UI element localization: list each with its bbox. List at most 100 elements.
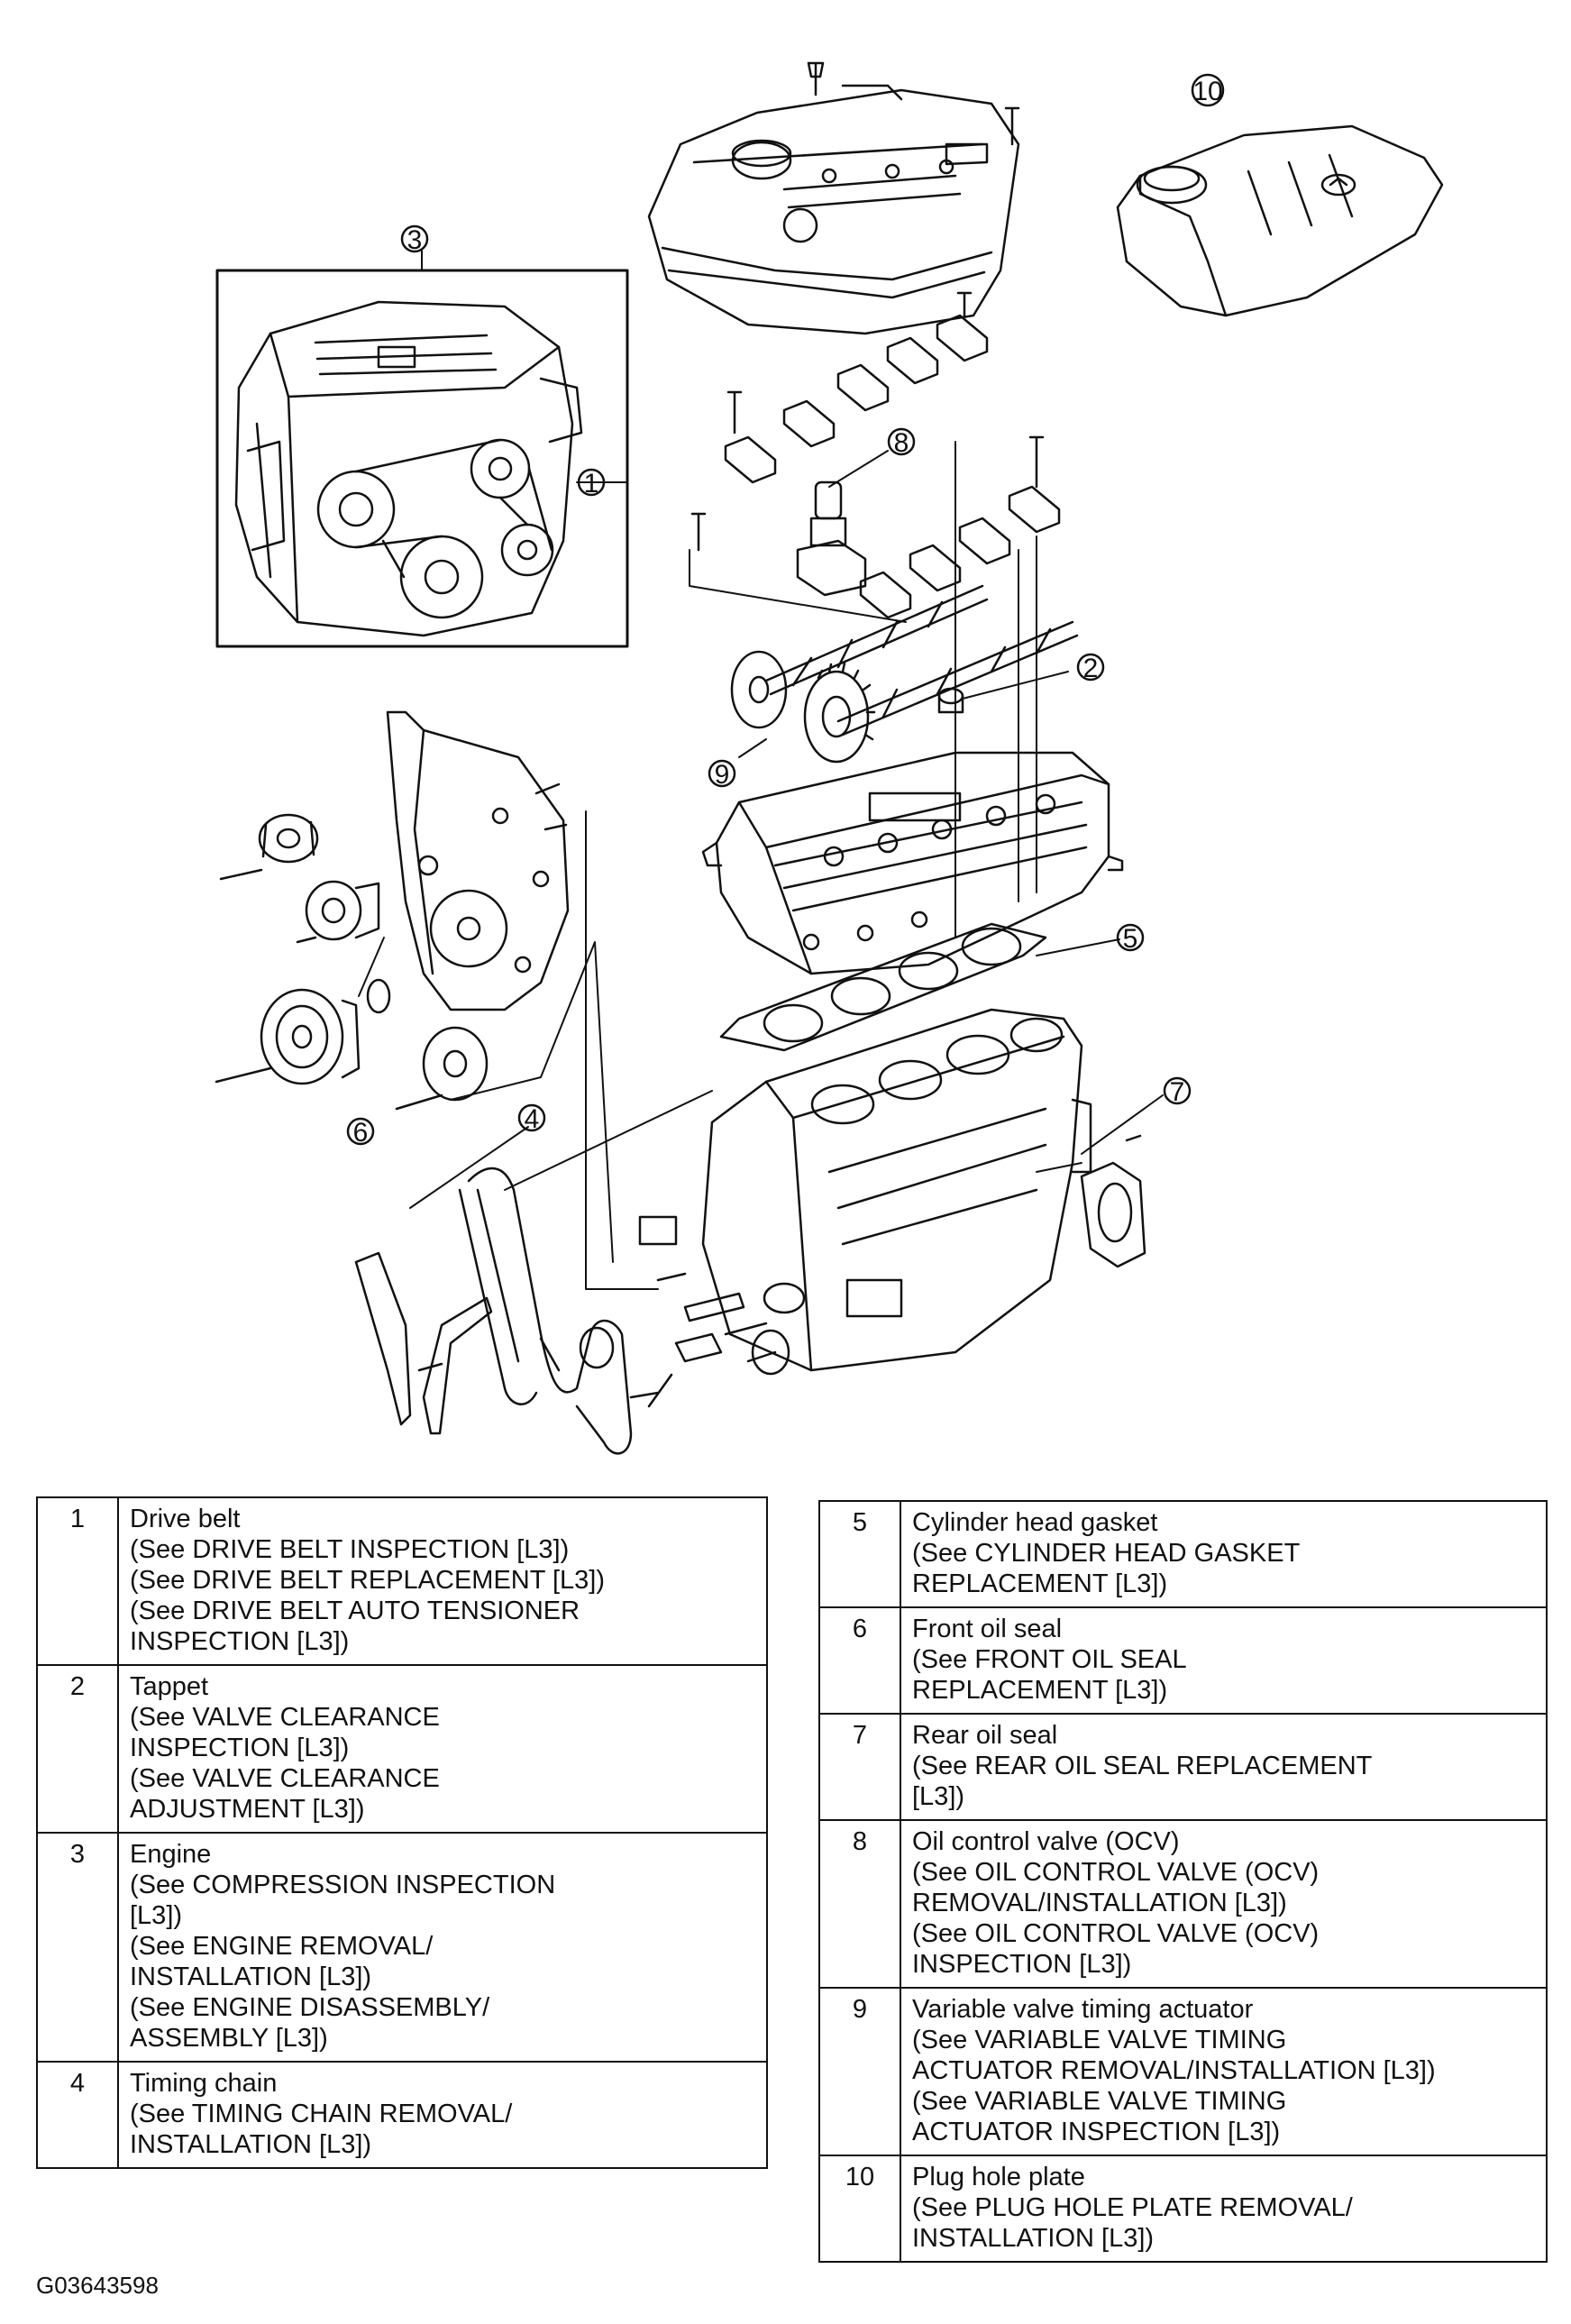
- procedure-reference: (See VARIABLE VALVE TIMING: [912, 2087, 1287, 2116]
- part-name: Cylinder head gasket: [912, 1508, 1158, 1537]
- svg-text:8: 8: [894, 428, 909, 458]
- procedure-reference: (See REAR OIL SEAL REPLACEMENT: [912, 1752, 1373, 1780]
- callout-1: 1: [577, 468, 606, 499]
- table-row: 9 Variable valve timing actuator (See VARI…: [818, 1987, 1548, 2156]
- procedure-reference: (See COMPRESSION INSPECTION: [130, 1871, 556, 1899]
- part-number: 4: [36, 2061, 119, 2169]
- procedure-reference: (See TIMING CHAIN REMOVAL/: [130, 2100, 513, 2128]
- callout-7: 7: [1163, 1076, 1192, 1107]
- camshafts-illustration: [730, 584, 1079, 764]
- callout-4: 4: [517, 1103, 546, 1134]
- part-name: Oil control valve (OCV): [912, 1827, 1180, 1856]
- procedure-reference: (See FRONT OIL SEAL: [912, 1645, 1187, 1674]
- procedure-reference: (See DRIVE BELT AUTO TENSIONER: [130, 1597, 580, 1625]
- part-description: Plug hole plate(See PLUG HOLE PLATE REMO…: [900, 2155, 1548, 2263]
- procedure-reference: INSPECTION [L3]): [130, 1734, 350, 1762]
- cylinder-head-gasket-illustration: [719, 922, 1047, 1052]
- svg-text:10: 10: [1192, 77, 1222, 106]
- cylinder-head-cover-illustration: [647, 61, 1020, 335]
- part-name: Tappet: [130, 1672, 209, 1701]
- part-name: Drive belt: [130, 1505, 241, 1533]
- parts-table-left: 1 Drive belt(See DRIVE BELT INSPECTION [L…: [36, 1496, 768, 2169]
- procedure-reference: (See OIL CONTROL VALVE (OCV): [912, 1858, 1320, 1887]
- svg-text:1: 1: [584, 469, 599, 499]
- part-name: Variable valve timing actuator: [912, 1995, 1254, 2024]
- timing-chain-illustration: [354, 1167, 633, 1455]
- procedure-reference: (See VALVE CLEARANCE: [130, 1764, 440, 1793]
- procedure-reference: REMOVAL/INSTALLATION [L3]): [912, 1889, 1287, 1917]
- oil-control-valve-illustration: [796, 480, 867, 597]
- callout-10: 10: [1191, 73, 1225, 107]
- part-name: Plug hole plate: [912, 2163, 1085, 2191]
- cylinder-head-illustration: [701, 751, 1124, 975]
- procedure-reference: ADJUSTMENT [L3]): [130, 1795, 365, 1824]
- svg-text:6: 6: [353, 1118, 369, 1148]
- procedure-reference: [L3]): [912, 1782, 965, 1811]
- camshaft-caps-lower-illustration: [690, 435, 1061, 619]
- procedure-reference: ACTUATOR REMOVAL/INSTALLATION [L3]): [912, 2056, 1436, 2085]
- table-row: 3 Engine(See COMPRESSION INSPECTION[L3]) (…: [36, 1832, 768, 2063]
- part-name: Front oil seal: [912, 1615, 1063, 1643]
- figure-id: G03643598: [36, 2272, 159, 2299]
- svg-text:7: 7: [1170, 1077, 1185, 1107]
- part-number: 7: [818, 1713, 901, 1821]
- procedure-reference: ACTUATOR INSPECTION [L3]): [912, 2118, 1281, 2146]
- leader-lines: [358, 250, 1164, 1290]
- procedure-reference: REPLACEMENT [L3]): [912, 1569, 1168, 1598]
- procedure-reference: INSPECTION [L3]): [912, 1950, 1132, 1979]
- callout-6: 6: [346, 1117, 375, 1148]
- pulleys-illustration: [215, 813, 489, 1111]
- procedure-reference: REPLACEMENT [L3]): [912, 1676, 1168, 1705]
- callout-9: 9: [708, 759, 736, 790]
- procedure-reference: INSTALLATION [L3]): [130, 2130, 372, 2159]
- procedure-reference: (See VALVE CLEARANCE: [130, 1703, 440, 1732]
- part-number: 2: [36, 1664, 119, 1834]
- procedure-reference: [L3]): [130, 1901, 183, 1930]
- part-description: Engine(See COMPRESSION INSPECTION[L3]) (S…: [117, 1832, 768, 2063]
- svg-text:2: 2: [1083, 654, 1099, 683]
- callout-3: 3: [400, 224, 429, 255]
- part-name: Engine: [130, 1840, 212, 1869]
- camshaft-caps-upper-illustration: [724, 291, 989, 484]
- engine-front-cover-illustration: [386, 710, 570, 1011]
- callout-2: 2: [1076, 653, 1105, 683]
- lower-front-components-illustration: [629, 1215, 790, 1408]
- procedure-reference: (See PLUG HOLE PLATE REMOVAL/: [912, 2193, 1353, 2222]
- part-number: 3: [36, 1832, 119, 2063]
- procedure-reference: INSTALLATION [L3]): [130, 1963, 372, 1991]
- part-number: 9: [818, 1987, 901, 2156]
- part-name: Timing chain: [130, 2069, 278, 2098]
- rear-oil-seal-illustration: [1080, 1134, 1146, 1268]
- plug-hole-plate-illustration: [1116, 124, 1444, 317]
- part-description: Rear oil seal(See REAR OIL SEAL REPLACEM…: [900, 1713, 1548, 1821]
- callout-8: 8: [887, 427, 916, 458]
- procedure-reference: (See ENGINE DISASSEMBLY/: [130, 1993, 490, 2022]
- svg-text:3: 3: [407, 225, 423, 255]
- engine-exploded-diagram: 3 1 8 10 2 9 5 4 7 6: [215, 61, 1444, 1455]
- procedure-reference: (See CYLINDER HEAD GASKET: [912, 1539, 1301, 1568]
- part-description: Timing chain(See TIMING CHAIN REMOVAL/IN…: [117, 2061, 768, 2169]
- part-description: Variable valve timing actuator (See VARIA…: [900, 1987, 1548, 2156]
- part-number: 10: [818, 2155, 901, 2263]
- procedure-reference: (See DRIVE BELT INSPECTION [L3]): [130, 1535, 570, 1564]
- part-number: 6: [818, 1606, 901, 1715]
- part-number: 1: [36, 1496, 119, 1666]
- engine-assembly-illustration: [215, 269, 629, 648]
- callout-5: 5: [1116, 923, 1145, 954]
- cylinder-block-illustration: [701, 1008, 1092, 1372]
- part-number: 8: [818, 1819, 901, 1989]
- procedure-reference: (See DRIVE BELT REPLACEMENT [L3]): [130, 1566, 606, 1595]
- procedure-reference: (See OIL CONTROL VALVE (OCV): [912, 1919, 1320, 1948]
- svg-text:4: 4: [525, 1104, 540, 1134]
- procedure-reference: ASSEMBLY [L3]): [130, 2024, 328, 2053]
- part-name: Rear oil seal: [912, 1721, 1058, 1750]
